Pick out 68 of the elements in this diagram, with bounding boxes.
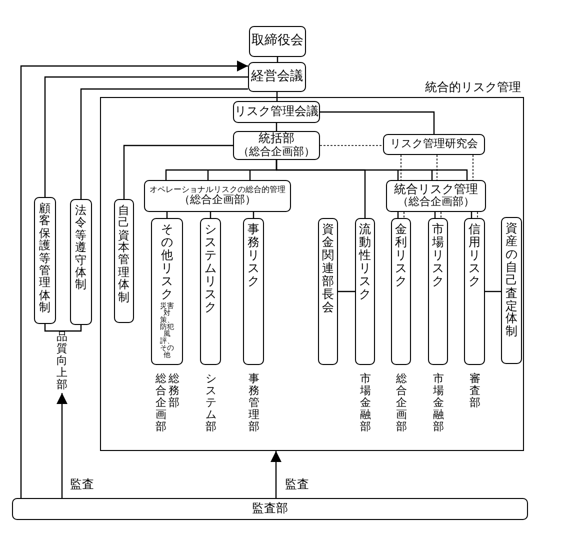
arrow — [270, 451, 282, 498]
group-heading: 統合的リスク管理 — [425, 81, 521, 95]
box-label: 経営会議 — [251, 70, 303, 84]
org-box — [382, 134, 485, 155]
department-label: 事務管理部 — [248, 373, 260, 434]
risk-column-box — [500, 216, 522, 364]
department-label: 総務部 — [168, 373, 180, 410]
risk-column-box — [200, 218, 221, 365]
connector-line — [440, 212, 442, 218]
box-sublabel: （総合企画部） — [178, 194, 256, 207]
org-box — [232, 100, 320, 123]
box-label: 流動性リスク — [358, 222, 372, 301]
org-box — [12, 498, 528, 520]
box-label: その他リスク — [160, 222, 174, 301]
box-label: 信用リスク — [468, 222, 481, 288]
risk-column-box — [428, 218, 448, 365]
department-label: 品質向上部 — [55, 333, 69, 389]
box-label: リスク管理会議 — [234, 104, 318, 119]
box-label: システムリスク — [204, 222, 217, 314]
box-label: 市場リスク — [431, 222, 444, 288]
box-label: 資金関連部長会 — [321, 222, 334, 314]
org-box — [249, 26, 306, 57]
box-label: リスク管理研究会 — [390, 138, 478, 151]
box-label: 金利リスク — [394, 222, 408, 288]
connector-line — [123, 144, 233, 199]
arrow — [56, 393, 68, 498]
box-label: 事務リスク — [246, 222, 260, 288]
risk-column-box — [464, 218, 485, 365]
risk-column-box — [318, 218, 338, 365]
connector-line — [338, 290, 355, 292]
department-label: 総合企画部 — [396, 373, 408, 434]
connector-line — [44, 324, 82, 332]
risk-column-box — [34, 197, 56, 324]
box-sublabel: （総合企画部） — [238, 146, 315, 159]
risk-column-box — [242, 218, 264, 365]
box-sublabel: （総合企画部） — [397, 196, 474, 210]
risk-column-box — [390, 218, 411, 365]
box-label: 監査部 — [252, 502, 288, 516]
connector-line — [320, 145, 384, 146]
connector-line — [485, 290, 501, 292]
risk-column-box — [150, 218, 183, 365]
org-box — [144, 180, 291, 212]
department-label: 審査部 — [469, 373, 482, 410]
box-label: 統括部 — [258, 132, 294, 146]
department-label: 市場金融部 — [432, 373, 445, 434]
connector-line — [44, 76, 248, 197]
box-label: 自己資本管理体制 — [117, 204, 130, 304]
connector-line — [276, 159, 468, 181]
connector-line — [400, 154, 474, 180]
box-label: 顧客保護等管理体制 — [38, 202, 52, 314]
department-label: 市場金融部 — [360, 373, 372, 434]
box-label: 資産の自己査定体制 — [504, 222, 518, 338]
org-box — [248, 62, 306, 92]
org-box — [232, 130, 320, 160]
box-label: 取締役会 — [252, 34, 304, 49]
arrow — [20, 60, 248, 498]
box-label: 統合リスク管理 — [394, 182, 478, 196]
org-box — [386, 180, 486, 212]
box-label: オペレーショナルリスクの総合的管理 — [149, 184, 286, 194]
risk-column-box — [70, 199, 92, 325]
connector-line — [477, 212, 478, 218]
department-label: システム部 — [205, 373, 218, 434]
department-label: 総合企画部 — [155, 373, 168, 434]
risk-column-box — [354, 218, 375, 365]
connector-line — [80, 88, 248, 199]
box-label: 法令等遵守体制 — [74, 204, 88, 291]
connector-line — [320, 111, 435, 134]
risk-column-box — [114, 198, 134, 323]
